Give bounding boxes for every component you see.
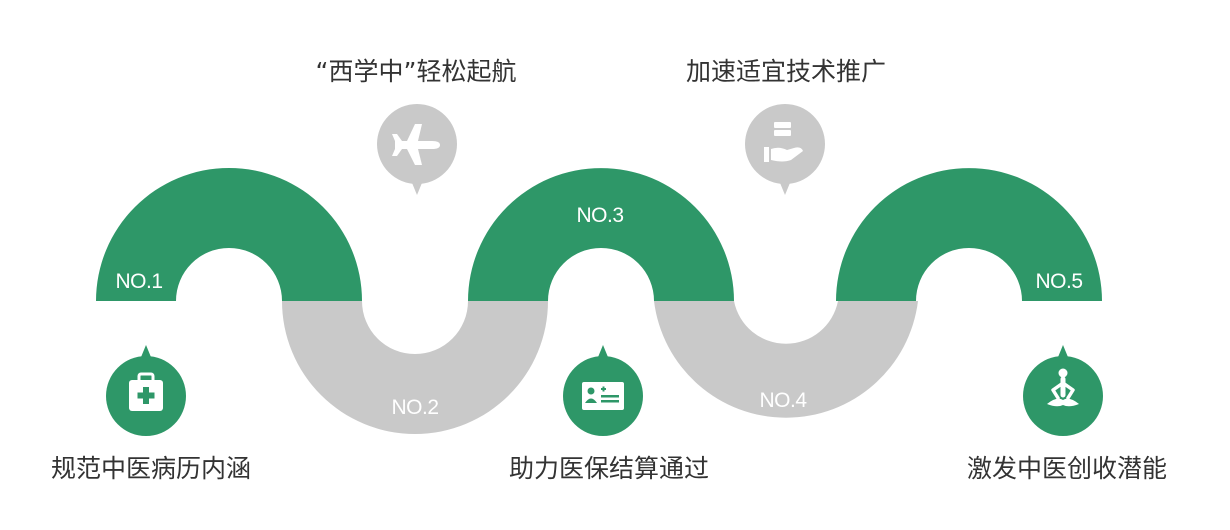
step-caption-2: “西学中”轻松起航 [315, 57, 517, 86]
step-marker-2 [377, 104, 457, 200]
step-marker-4 [745, 104, 825, 200]
step-label-2: NO.2 [391, 396, 438, 419]
hand-holding-stack-icon [764, 122, 803, 162]
step-marker-1 [106, 340, 186, 436]
step-label-3: NO.3 [576, 204, 623, 227]
airplane-icon [392, 124, 440, 165]
step-label-4: NO.4 [759, 389, 807, 412]
step-label-5: NO.5 [1035, 270, 1082, 293]
step-marker-5 [1023, 340, 1103, 436]
arch-5 [836, 168, 1102, 301]
step-label-1: NO.1 [115, 270, 162, 293]
step-caption-1: 规范中医病历内涵 [50, 454, 252, 483]
id-card-icon [582, 382, 624, 410]
meditation-person-icon [1047, 368, 1079, 407]
arch-1 [96, 168, 362, 301]
step-caption-5: 激发中医创收潜能 [966, 454, 1168, 483]
arch-4 [654, 301, 918, 418]
arch-3 [468, 168, 734, 301]
arch-2 [282, 301, 548, 434]
step-marker-3 [563, 340, 643, 436]
first-aid-kit-icon [129, 372, 163, 411]
step-caption-3: 助力医保结算通过 [508, 454, 710, 483]
step-caption-4: 加速适宜技术推广 [685, 57, 887, 86]
